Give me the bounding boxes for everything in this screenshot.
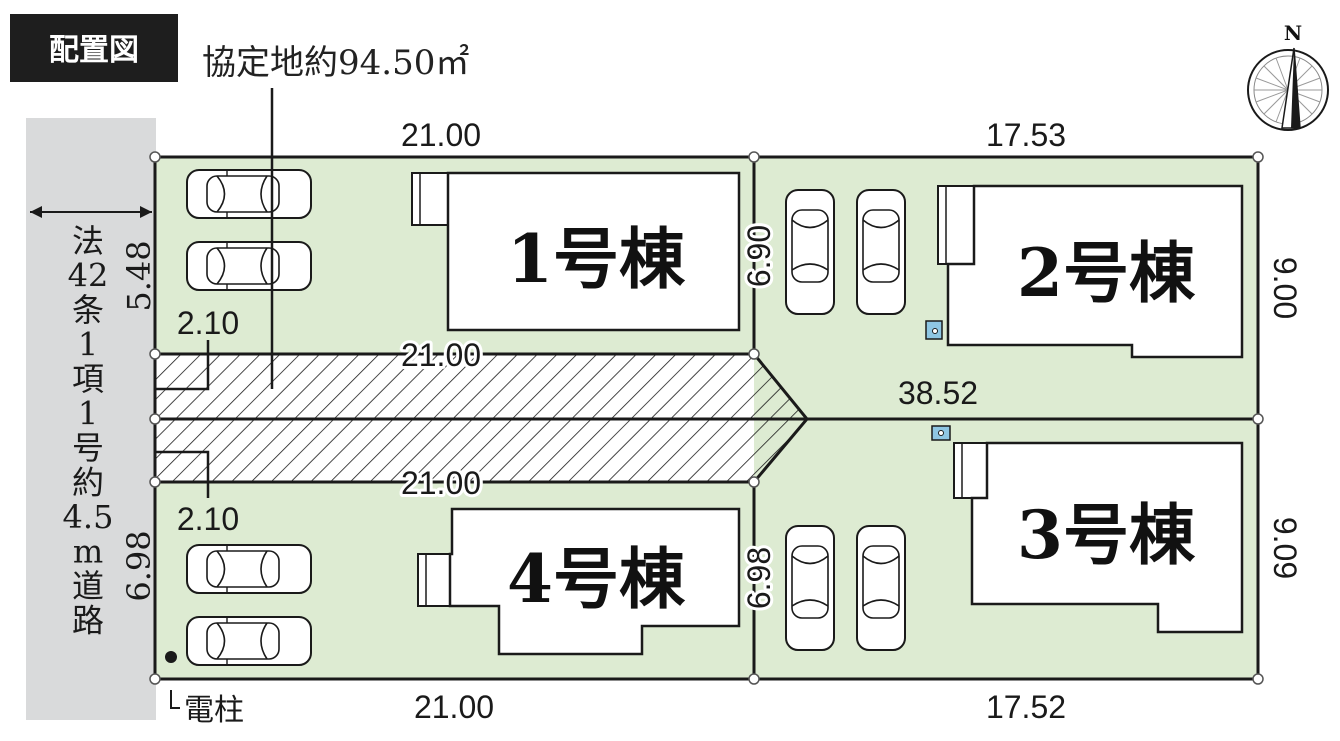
building-2: [937, 184, 1244, 359]
road-label-char: m: [73, 533, 103, 571]
dim-passage-lower: 21.00: [401, 465, 481, 501]
utility-pole-leader: [170, 690, 180, 709]
road-label-char: 約: [72, 464, 104, 502]
building-1: [411, 171, 741, 332]
road-label-char: 道: [72, 567, 104, 605]
road-width-dim: 5.48: [120, 240, 158, 311]
dim-passage-width-upper: 2.10: [177, 305, 239, 341]
dim-bottom-right: 17.52: [986, 689, 1066, 725]
building-3-label: 3号棟: [1017, 496, 1196, 574]
boundary-markers: [149, 151, 1264, 685]
dim-right-lower: 9.09: [1267, 517, 1303, 579]
road-label-char: 条: [72, 291, 104, 329]
compass-north-label: N: [1284, 21, 1302, 45]
road-label-char: 1: [78, 326, 98, 364]
dim-mid-lower: 6.98: [741, 547, 777, 609]
compass-icon: [1247, 47, 1329, 131]
dim-mid-upper: 6.90: [741, 225, 777, 287]
water-meter-icon: [925, 320, 951, 441]
utility-pole-label: 電柱: [184, 693, 244, 728]
dim-right-upper: 9.00: [1267, 257, 1303, 319]
passage-width-marker-upper: [155, 340, 210, 391]
dim-passage-upper: 21.00: [401, 337, 481, 373]
building-3: [953, 441, 1244, 634]
road-strip: [26, 118, 156, 720]
dim-top-right: 17.53: [986, 117, 1066, 153]
building-4-label: 4号棟: [507, 540, 686, 618]
road-label-char: 4.5: [63, 498, 114, 536]
road-lower-dim: 6.98: [120, 530, 158, 601]
building-1-label: 1号棟: [507, 220, 686, 298]
page-title: 配置図: [49, 33, 139, 68]
road-label-char: 路: [72, 602, 104, 640]
dim-bottom-left: 21.00: [414, 689, 494, 725]
dim-center-line: 38.52: [898, 375, 978, 411]
title-box: [10, 14, 178, 82]
road-label-char: 法: [72, 222, 104, 260]
road-label-char: 1: [78, 395, 98, 433]
agreement-area-label: 協定地約94.50㎡: [202, 43, 469, 83]
building-2-label: 2号棟: [1017, 234, 1196, 312]
road-label-char: 号: [72, 429, 104, 467]
road-label-char: 42: [68, 257, 109, 295]
passage-width-marker-lower: [155, 450, 210, 498]
road-label-char: 項: [72, 360, 104, 398]
dim-top-left: 21.00: [401, 117, 481, 153]
road-width-arrow: [30, 206, 152, 218]
utility-pole-icon: [165, 651, 177, 663]
building-4: [417, 507, 741, 656]
dim-passage-width-lower: 2.10: [177, 501, 239, 537]
